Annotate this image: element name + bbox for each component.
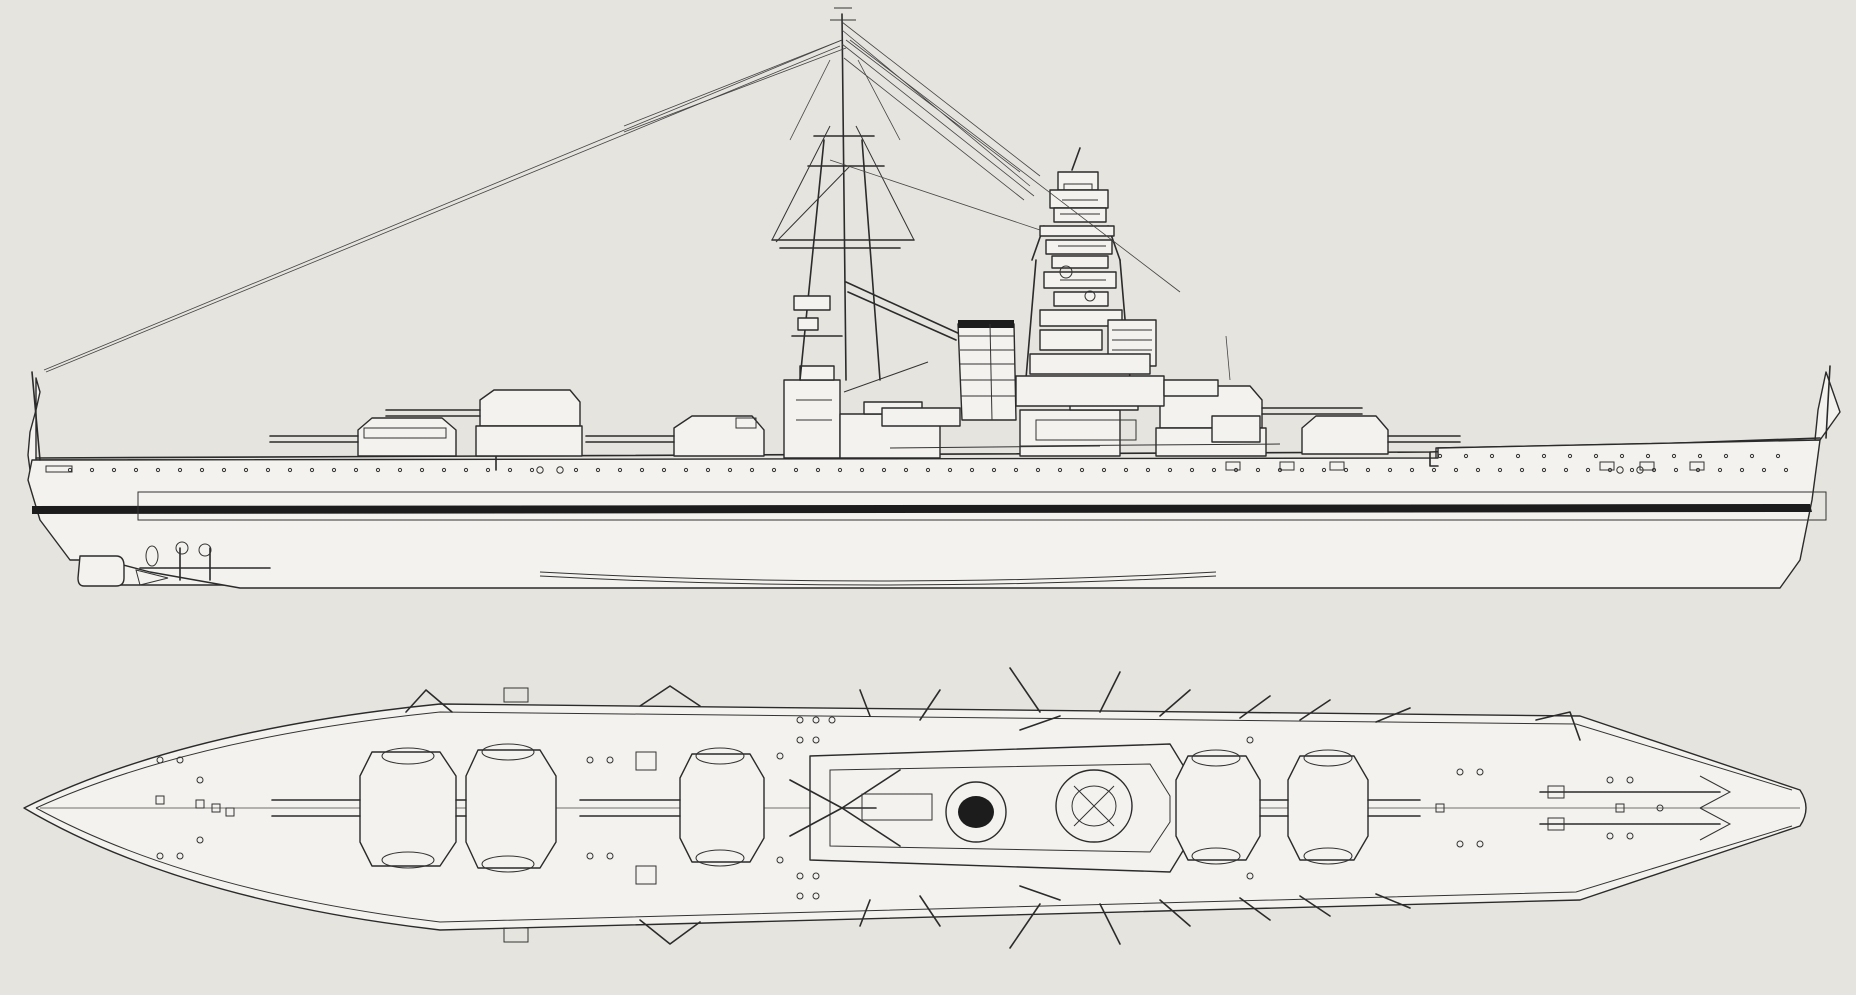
hull-main-body — [27, 439, 1821, 589]
casemate-guns — [536, 461, 1705, 474]
plan-turret-q — [579, 747, 765, 867]
plan-deck-edge-lower — [35, 807, 1793, 923]
stern-flagstaff — [31, 371, 41, 461]
plan-mainmast-tripod — [789, 769, 901, 847]
plan-vent-lower — [635, 865, 657, 885]
stern-name-plate — [45, 465, 73, 473]
plan-sponsons — [405, 685, 1581, 945]
plan-deck-fittings — [155, 716, 1664, 900]
propeller-shafts — [135, 541, 271, 586]
pagoda-foremast — [1015, 147, 1165, 407]
boot-topping-stripe — [32, 504, 1812, 514]
plan-superstructure-inner — [829, 763, 1171, 853]
plan-funnel-top — [958, 796, 994, 828]
funnel — [957, 320, 1017, 421]
plan-turret-x — [271, 747, 457, 869]
rudder — [77, 555, 125, 587]
portholes-row — [67, 453, 1789, 473]
bilge-keel — [539, 571, 1217, 586]
plan-boat-skids — [861, 793, 933, 821]
side-elevation-view — [27, 7, 1841, 589]
turret-mid-q-profile — [585, 415, 765, 457]
rigging-stays — [43, 7, 1231, 381]
plan-deck-edge-upper — [35, 711, 1793, 809]
armour-belt — [137, 491, 1827, 521]
turret-aft-x-profile — [269, 417, 457, 457]
forecastle-step — [495, 451, 1439, 471]
deck-plan-view — [23, 667, 1807, 949]
bow-jackstaff — [1825, 365, 1831, 439]
plan-anchor-gear — [1539, 775, 1732, 841]
turret-aft-y-profile — [385, 389, 583, 457]
plan-vent-upper — [635, 751, 657, 771]
plan-turret-a — [1259, 749, 1421, 865]
plan-boat-booms — [859, 667, 1411, 949]
boat-deck — [881, 393, 1139, 457]
turret-fore-a-profile — [1301, 415, 1461, 455]
plan-turret-y — [455, 743, 557, 873]
plan-turret-b — [1175, 749, 1261, 865]
tripod-mainmast — [771, 13, 961, 393]
forward-superstructure-blocks — [1019, 379, 1281, 447]
